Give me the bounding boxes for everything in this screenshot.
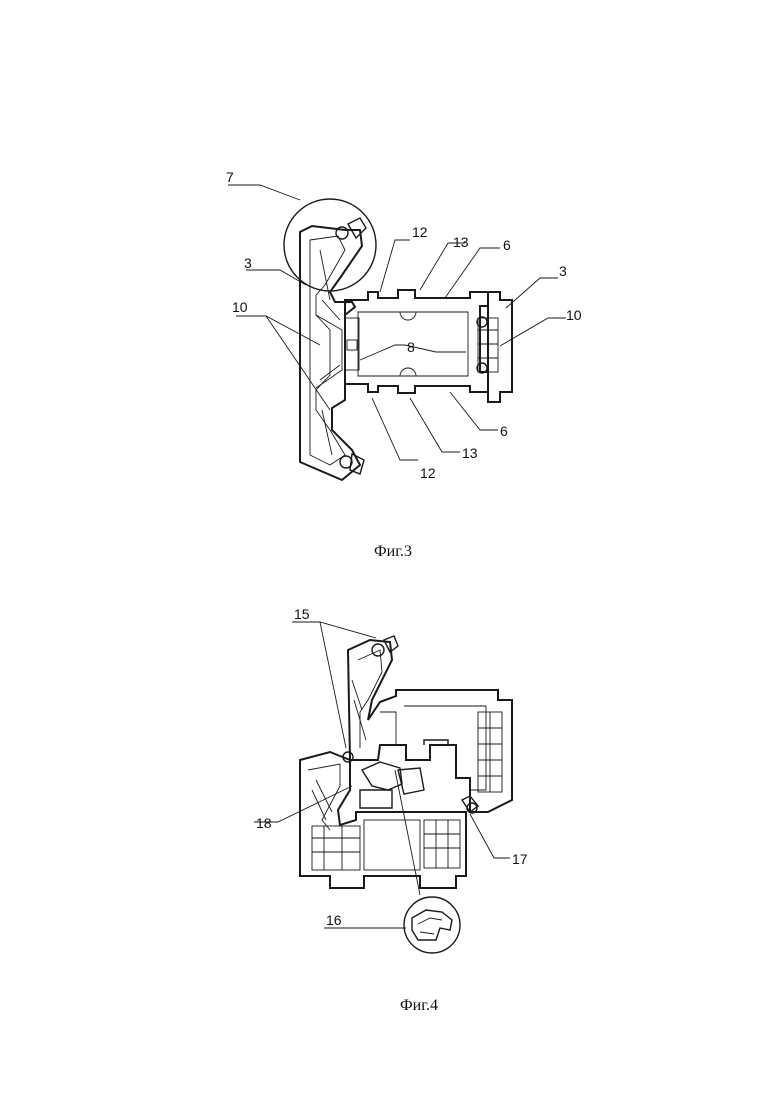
label-10-right: 10 [566, 307, 582, 323]
label-10: 10 [232, 299, 248, 315]
right-flange [488, 292, 512, 402]
label-8: 8 [407, 339, 415, 355]
caption-fig4: Фиг.4 [400, 997, 438, 1014]
mullion-body [345, 290, 488, 393]
label-6-bottom: 6 [500, 423, 508, 439]
label-17: 17 [512, 851, 528, 867]
figure-4: 15 18 17 16 Фиг.4 [254, 606, 528, 1014]
label-3: 3 [244, 255, 252, 271]
label-18: 18 [256, 815, 272, 831]
label-12-bottom: 12 [420, 465, 436, 481]
label-7: 7 [226, 169, 234, 185]
label-6-top: 6 [503, 237, 511, 253]
label-12-top: 12 [412, 224, 428, 240]
caption-fig3: Фиг.3 [374, 543, 412, 560]
left-sash-profile [300, 226, 362, 480]
label-16: 16 [326, 912, 342, 928]
label-13-top: 13 [453, 234, 469, 250]
label-13-bottom: 13 [462, 445, 478, 461]
label-15: 15 [294, 606, 310, 622]
figure-3: 7 3 10 12 13 6 3 10 8 12 13 6 Фиг.3 [226, 169, 582, 560]
label-3-right: 3 [559, 263, 567, 279]
